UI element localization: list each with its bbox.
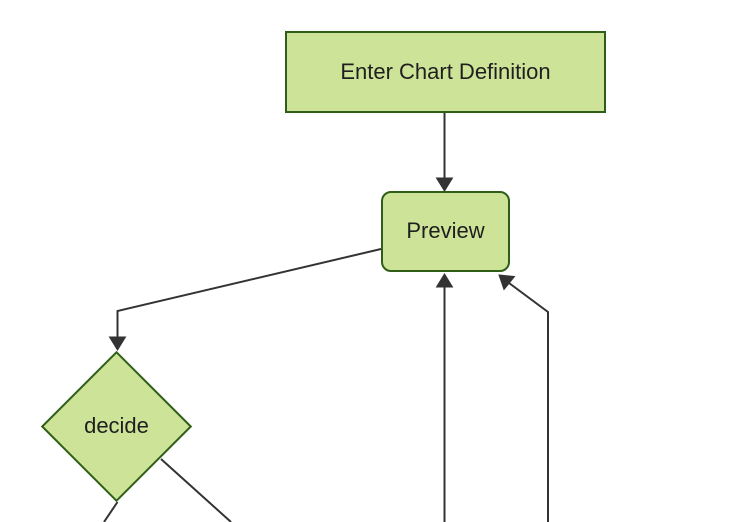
arrowhead-enter-to-preview xyxy=(435,177,454,192)
edge-preview-to-decide xyxy=(116,248,382,339)
node-decide-label: decide xyxy=(84,413,149,438)
arrowhead-bottom-right-to-preview xyxy=(498,274,516,291)
edge-decide-to-offscreen-right xyxy=(160,458,232,522)
node-preview: Preview xyxy=(381,191,510,272)
edge-bottom-right-to-preview xyxy=(508,282,549,522)
arrowhead-bottom-to-preview xyxy=(435,273,454,288)
node-preview-label: Preview xyxy=(406,218,485,244)
node-enter-chart-definition-label: Enter Chart Definition xyxy=(340,58,551,84)
node-enter-chart-definition: Enter Chart Definition xyxy=(285,31,606,113)
arrowhead-preview-to-decide xyxy=(108,336,127,351)
edge-decide-to-offscreen-left xyxy=(103,501,119,522)
